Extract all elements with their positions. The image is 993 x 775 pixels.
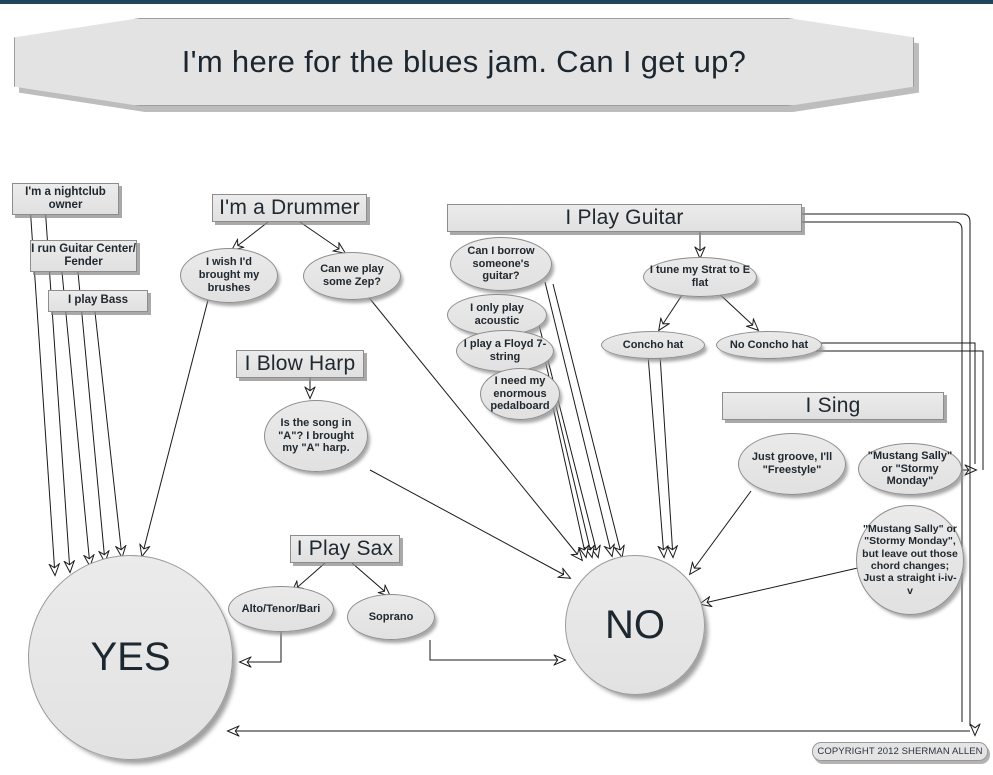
box-nightclub-owner[interactable]: I'm a nightclub owner <box>12 183 119 215</box>
answer-mustang-sally[interactable]: "Mustang Sally" or "Stormy Monday" <box>858 443 962 495</box>
edge-bass-yes <box>94 311 122 557</box>
answer-alto-tenor-bari[interactable]: Alto/Tenor/Bari <box>228 586 334 632</box>
copyright-notice: COPYRIGHT 2012 SHERMAN ALLEN <box>812 742 988 761</box>
answer-brushes-label: I wish I'd brought my brushes <box>198 256 260 294</box>
category-sax[interactable]: I Play Sax <box>290 535 400 563</box>
edge-guitarctr-yes <box>61 271 90 566</box>
answer-no-concho-hat[interactable]: No Concho hat <box>716 331 822 359</box>
edge-freestyle-no <box>690 490 752 574</box>
category-sing[interactable]: I Sing <box>722 392 944 420</box>
answer-borrow-guitar[interactable]: Can I borrow someone's guitar? <box>450 237 552 291</box>
box-nightclub-owner-label: I'm a nightclub owner <box>25 185 106 211</box>
answer-tune-strat[interactable]: I tune my Strat to E flat <box>643 257 757 297</box>
category-guitar-label: I Play Guitar <box>565 206 684 229</box>
answer-pedalboard[interactable]: I need my enormous pedalboard <box>480 368 560 420</box>
edge-guitarctr-yes-2 <box>77 271 105 562</box>
terminal-no[interactable]: NO <box>565 555 705 695</box>
top-accent-bar <box>0 0 993 4</box>
answer-borrow-guitar-label: Can I borrow someone's guitar? <box>467 244 535 283</box>
answer-brushes[interactable]: I wish I'd brought my brushes <box>180 248 278 303</box>
category-drummer-label: I'm a Drummer <box>219 196 360 219</box>
category-harp-label: I Blow Harp <box>244 352 356 375</box>
category-guitar[interactable]: I Play Guitar <box>447 204 802 232</box>
category-sax-label: I Play Sax <box>296 537 394 560</box>
title-banner-shape <box>14 18 914 106</box>
edge-alto-yes <box>240 632 282 662</box>
answer-concho-hat[interactable]: Concho hat <box>601 331 705 359</box>
edge-sallylong-no <box>700 566 863 604</box>
edge-akey-no <box>369 469 570 578</box>
answer-zep[interactable]: Can we play some Zep? <box>303 252 401 300</box>
terminal-yes[interactable]: YES <box>28 555 233 760</box>
edge-borrow-no-2 <box>552 283 622 557</box>
box-play-bass[interactable]: I play Bass <box>48 290 148 312</box>
edge-pedalboard-no <box>550 397 586 557</box>
category-drummer[interactable]: I'm a Drummer <box>212 194 367 222</box>
answer-a-harp[interactable]: Is the song in "A"? I brought my "A" har… <box>264 400 368 472</box>
box-play-bass-label: I play Bass <box>67 294 129 307</box>
answer-soprano[interactable]: Soprano <box>347 594 435 640</box>
edge-brushes-yes <box>142 299 209 556</box>
answer-soprano-label: Soprano <box>368 610 414 623</box>
edge-concho-no <box>647 354 664 557</box>
edge-drummer-zep <box>299 221 345 253</box>
page-title: I'm here for the blues jam. Can I get up… <box>181 44 747 79</box>
answer-tune-strat-label: I tune my Strat to E flat <box>649 264 751 289</box>
box-guitar-center-label: I run Guitar Center/ Fender <box>31 242 136 268</box>
title-banner: I'm here for the blues jam. Can I get up… <box>14 18 919 112</box>
answer-acoustic-label: I only play acoustic <box>470 302 524 327</box>
answer-floyd-7string[interactable]: I play a Floyd 7-string <box>456 330 554 372</box>
edge-sax-soprano <box>351 562 390 596</box>
answer-mustang-sally-label: "Mustang Sally" or "Stormy Monday" <box>867 449 953 488</box>
category-sing-label: I Sing <box>805 394 861 417</box>
edge-soprano-no <box>429 640 565 660</box>
answer-mustang-sally-long[interactable]: "Mustang Sally" or "Stormy Monday", but … <box>856 505 964 615</box>
answer-concho-hat-label: Concho hat <box>622 338 684 351</box>
answer-pedalboard-label: I need my enormous pedalboard <box>490 374 550 413</box>
answer-mustang-sally-long-label: "Mustang Sally" or "Stormy Monday", but … <box>862 522 958 597</box>
answer-zep-label: Can we play some Zep? <box>320 263 384 288</box>
answer-a-harp-label: Is the song in "A"? I brought my "A" har… <box>278 416 354 455</box>
edge-borrow-no <box>544 281 612 556</box>
answer-freestyle-label: Just groove, I'll "Freestyle" <box>751 451 833 476</box>
answer-freestyle[interactable]: Just groove, I'll "Freestyle" <box>738 433 846 495</box>
copyright-text: COPYRIGHT 2012 SHERMAN ALLEN <box>817 746 983 757</box>
edge-drummer-brushes <box>232 221 269 250</box>
terminal-yes-label: YES <box>90 635 171 679</box>
terminal-no-label: NO <box>605 602 665 647</box>
edge-concho-no-2 <box>659 354 673 557</box>
box-guitar-center[interactable]: I run Guitar Center/ Fender <box>30 240 137 272</box>
answer-alto-tenor-bari-label: Alto/Tenor/Bari <box>241 602 321 615</box>
category-harp[interactable]: I Blow Harp <box>236 350 364 378</box>
answer-no-concho-hat-label: No Concho hat <box>729 338 809 351</box>
answer-floyd-7string-label: I play a Floyd 7-string <box>463 338 547 363</box>
